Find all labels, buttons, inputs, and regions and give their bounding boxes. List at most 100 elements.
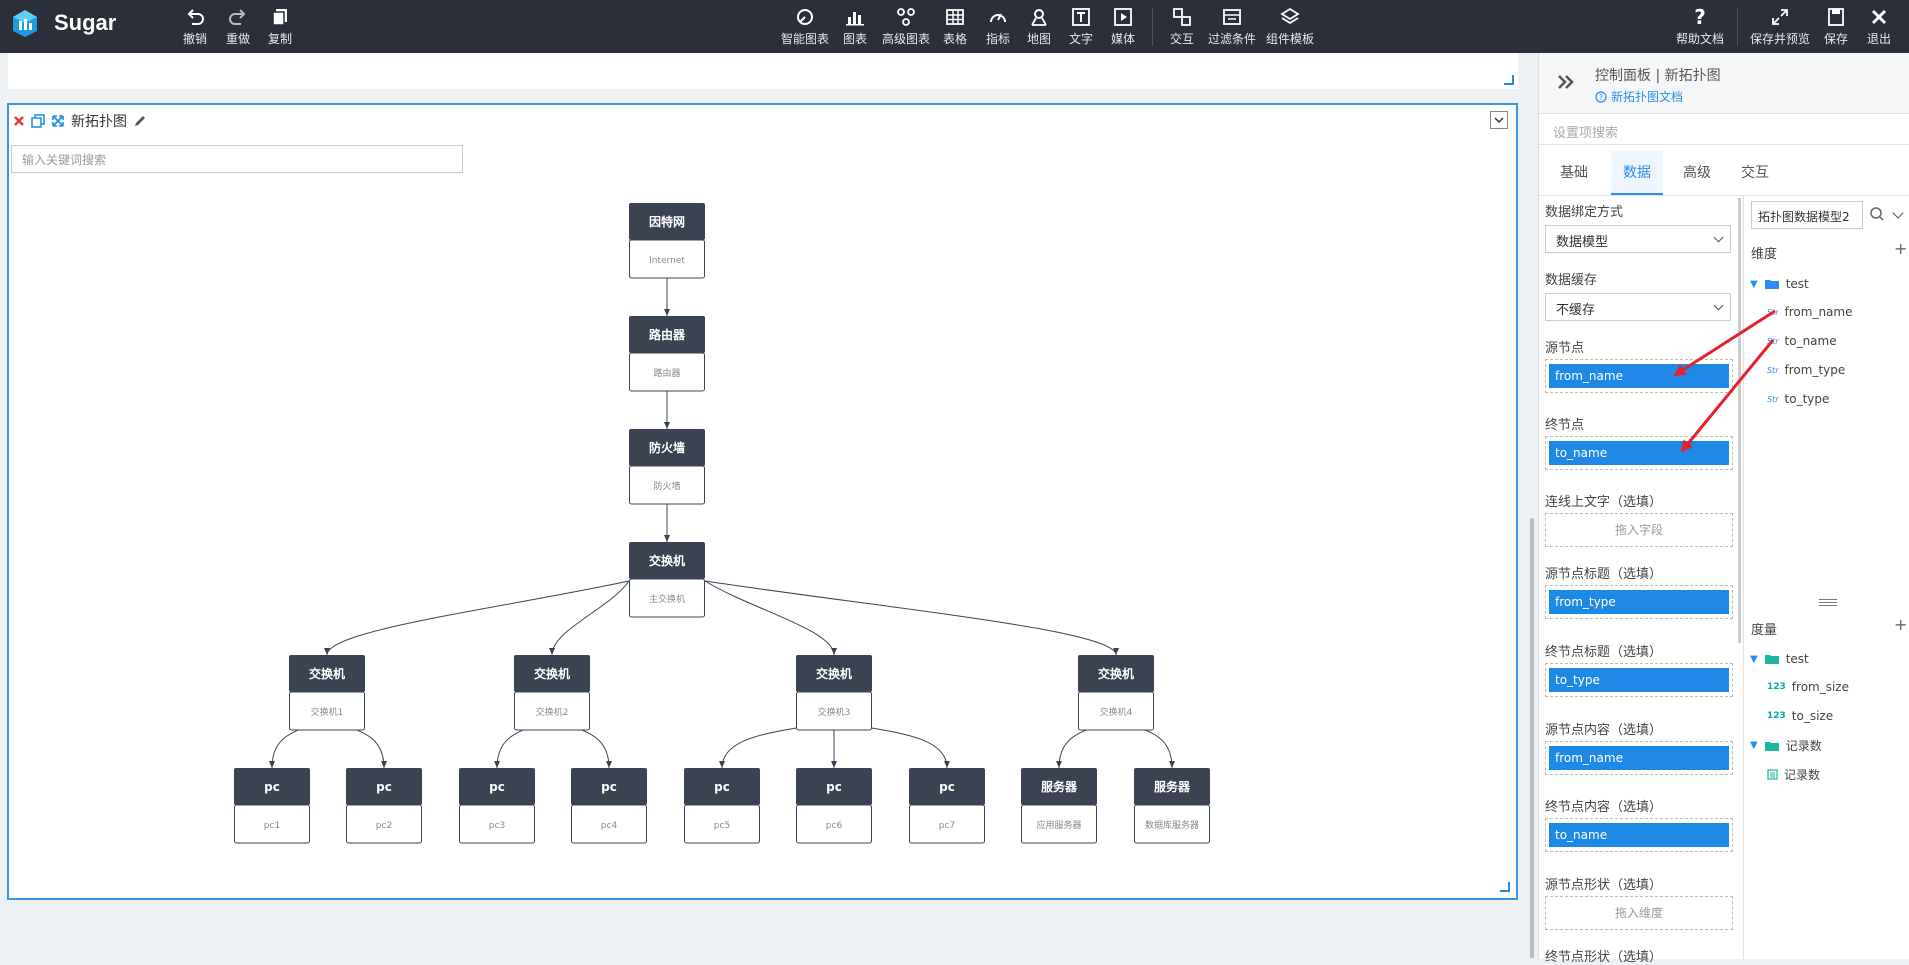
source-content-field[interactable]: from_name [1549,746,1729,770]
data-model-select[interactable]: 拓扑图数据模型2 [1751,201,1863,229]
svg-text:?: ? [1694,6,1706,28]
undo-button[interactable]: 撤销 [183,6,207,47]
copy-button[interactable]: 复制 [268,6,292,47]
advanced-chart-icon [897,8,915,26]
source-content-drop[interactable]: from_name [1545,741,1733,775]
add-dimension-icon[interactable]: + [1894,239,1908,258]
interaction-button[interactable]: 交互 [1170,6,1194,47]
topology-edge [1056,724,1100,769]
panel-menu-button[interactable] [1490,111,1508,129]
dimension-field-to-type[interactable]: Str to_type [1767,392,1829,406]
settings-search-input[interactable]: 设置项搜索 [1539,115,1909,145]
save-preview-button[interactable]: 保存并预览 [1750,6,1810,47]
duplicate-icon[interactable] [31,114,45,128]
record-count-field[interactable]: 记录数 [1767,766,1820,783]
dimension-folder[interactable]: ▼ test [1750,277,1809,291]
target-content-drop[interactable]: to_name [1545,818,1733,852]
chevron-down-icon[interactable] [1892,207,1904,219]
dimension-field-from-name[interactable]: Str from_name [1767,305,1852,319]
node-subtitle: 交换机2 [536,706,569,718]
pane-splitter[interactable] [1819,599,1837,607]
fullscreen-icon[interactable] [51,114,65,128]
source-title-field[interactable]: from_type [1549,590,1729,614]
binding-mode-select[interactable]: 数据模型 [1545,225,1731,253]
empty-component-panel[interactable] [8,53,1518,89]
tab-data[interactable]: 数据 [1611,151,1663,195]
tab-advanced[interactable]: 高级 [1683,165,1711,181]
text-button[interactable]: 文字 [1069,6,1093,47]
source-node-field[interactable]: from_name [1549,364,1729,388]
double-chevron-right-icon[interactable] [1555,71,1577,93]
tab-interaction[interactable]: 交互 [1741,165,1769,181]
add-measure-icon[interactable]: + [1894,615,1908,634]
canvas-scrollbar[interactable] [1530,518,1534,958]
cache-select[interactable]: 不缓存 [1545,293,1731,321]
source-node-drop[interactable]: from_name [1545,359,1733,393]
keyword-search-input[interactable]: 输入关键词搜索 [11,145,463,173]
map-button[interactable]: 地图 [1027,6,1051,47]
node-title: 交换机 [1098,666,1134,681]
edge-text-drop[interactable]: 拖入字段 [1545,513,1733,547]
edit-pencil-icon[interactable] [133,114,147,128]
indicator-button[interactable]: 指标 [986,6,1010,47]
save-button[interactable]: 保存 [1824,6,1848,47]
table-button[interactable]: 表格 [943,6,967,47]
target-title-drop[interactable]: to_type [1545,663,1733,697]
panel-title: 新拓扑图 [71,114,127,130]
target-content-field[interactable]: to_name [1549,823,1729,847]
copy-label: 复制 [268,32,293,46]
node-header [1078,655,1154,692]
component-template-button[interactable]: 组件模板 [1266,6,1314,47]
target-node-drop[interactable]: to_name [1545,436,1733,470]
source-title-drop[interactable]: from_type [1545,585,1733,619]
filter-button[interactable]: 过滤条件 [1208,6,1256,47]
measure-field-to-size[interactable]: 123 to_size [1767,709,1833,723]
measure-folder[interactable]: ▼ test [1750,652,1809,666]
help-button[interactable]: ? 帮助文档 [1676,6,1724,47]
config-scrollbar[interactable] [1738,198,1741,643]
node-header [1021,768,1097,805]
field-name: to_type [1784,392,1830,406]
search-icon[interactable] [1869,206,1885,222]
chart-button[interactable]: 图表 [843,6,867,47]
resize-handle[interactable] [1504,75,1514,85]
string-type-icon: Str [1767,394,1779,404]
redo-button[interactable]: 重做 [226,6,250,47]
media-button[interactable]: 媒体 [1111,6,1135,47]
measure-field-from-size[interactable]: 123 from_size [1767,680,1849,694]
doc-link[interactable]: ? 新拓扑图文档 [1595,88,1683,105]
resize-handle[interactable] [1500,882,1510,892]
advanced-chart-button[interactable]: 高级图表 [882,6,930,47]
tab-basic[interactable]: 基础 [1560,165,1588,181]
target-node-field[interactable]: to_name [1549,441,1729,465]
dimension-field-to-name[interactable]: Str to_name [1767,334,1837,348]
target-title-field[interactable]: to_type [1549,668,1729,692]
record-folder[interactable]: ▼ 记录数 [1750,737,1822,754]
smart-chart-button[interactable]: 智能图表 [781,6,829,47]
node-header [1134,768,1210,805]
node-title: pc [489,780,505,794]
node-title: 路由器 [649,327,686,342]
dimension-field-from-type[interactable]: Str from_type [1767,363,1845,377]
source-shape-drop[interactable]: 拖入维度 [1545,896,1733,930]
exit-button[interactable]: 退出 [1867,6,1891,47]
delete-icon[interactable] [13,115,25,127]
